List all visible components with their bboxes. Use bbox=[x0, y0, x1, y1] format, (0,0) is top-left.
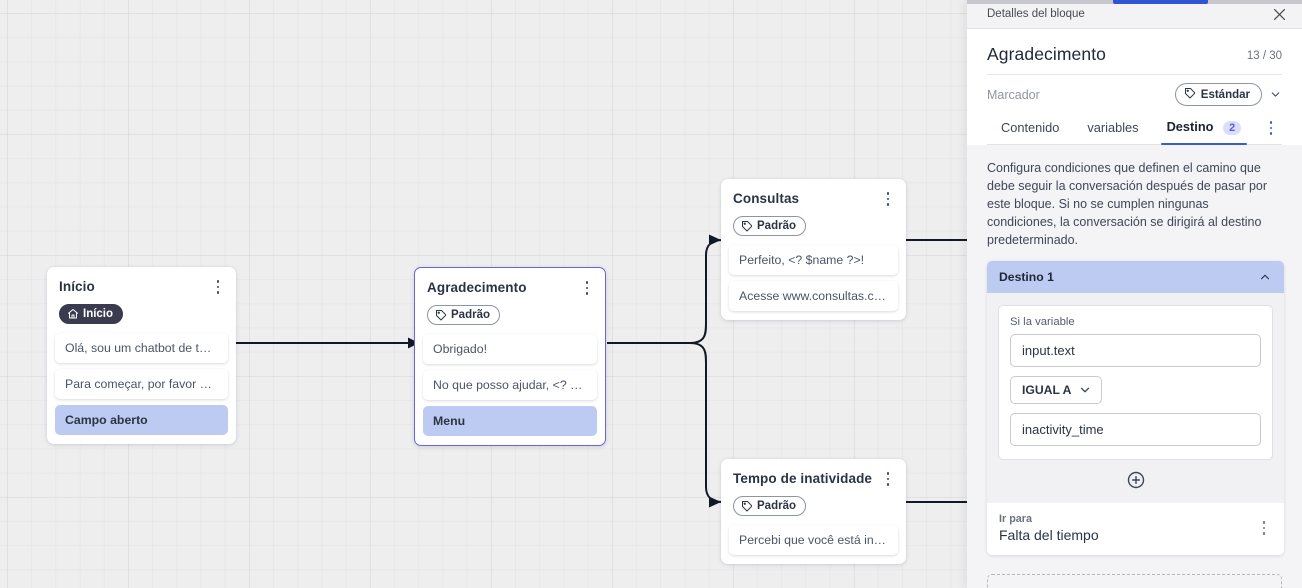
node-title: Agradecimento bbox=[427, 280, 527, 295]
panel-topbar-title: Detalles del bloque bbox=[987, 8, 1085, 20]
panel-more-options-button[interactable] bbox=[1262, 118, 1280, 138]
chevron-up-icon[interactable] bbox=[1258, 270, 1272, 284]
destination-title: Destino 1 bbox=[999, 270, 1054, 284]
node-badge-label: Padrão bbox=[757, 500, 796, 512]
node-message[interactable]: Acesse www.consultas.com par... bbox=[729, 281, 898, 311]
divider bbox=[987, 74, 1282, 75]
panel-tabs: Contenido variables Destino 2 bbox=[987, 112, 1282, 146]
close-icon[interactable] bbox=[1271, 6, 1288, 23]
add-destination-button[interactable]: Agregar destino bbox=[987, 574, 1282, 588]
goto-row[interactable]: Ir para Falta del tiempo bbox=[987, 503, 1284, 555]
plus-circle-icon[interactable] bbox=[1126, 470, 1146, 490]
marker-value: Estándar bbox=[1200, 88, 1250, 101]
destination-card: Destino 1 Si la variable bbox=[987, 261, 1284, 555]
operator-row: IGUAL A bbox=[1010, 376, 1261, 404]
add-condition-row bbox=[998, 460, 1273, 492]
goto-menu-button[interactable] bbox=[1256, 519, 1272, 537]
tab-variables[interactable]: variables bbox=[1073, 113, 1152, 144]
tab-label: variables bbox=[1087, 119, 1139, 135]
marker-chip[interactable]: Estándar bbox=[1174, 83, 1262, 106]
tag-icon bbox=[741, 500, 753, 512]
node-messages: Obrigado! No que posso ajudar, <? $name … bbox=[415, 326, 605, 445]
condition-box: Si la variable IGUAL A bbox=[998, 305, 1273, 460]
panel-body: Configura condiciones que definen el cam… bbox=[967, 145, 1302, 588]
marker-controls: Estándar bbox=[1174, 83, 1282, 106]
goto-text: Ir para Falta del tiempo bbox=[999, 513, 1099, 543]
node-header: Início Início bbox=[47, 267, 236, 325]
flow-node-inicio[interactable]: Início Início Olá, sou um chatbot de tes… bbox=[47, 267, 236, 444]
chevron-down-icon[interactable] bbox=[1269, 88, 1282, 101]
node-messages: Percebi que você está inativo. C... bbox=[721, 517, 906, 564]
char-counter: 13 / 30 bbox=[1246, 50, 1282, 62]
marker-label: Marcador bbox=[987, 87, 1040, 102]
flow-canvas[interactable]: Início Início Olá, sou um chatbot de tes… bbox=[0, 0, 967, 588]
tab-destino[interactable]: Destino 2 bbox=[1153, 112, 1256, 146]
node-messages: Olá, sou um chatbot de teste! Para começ… bbox=[47, 325, 236, 444]
goto-label: Ir para bbox=[999, 513, 1033, 525]
node-menu-button[interactable] bbox=[579, 279, 595, 297]
node-badge-default: Padrão bbox=[733, 496, 806, 516]
node-badge-default: Padrão bbox=[427, 305, 500, 325]
node-badge-label: Padrão bbox=[451, 309, 490, 321]
node-message[interactable]: No que posso ajudar, <? $name ... bbox=[423, 370, 597, 400]
tab-badge-count: 2 bbox=[1223, 121, 1242, 135]
tab-label: Destino bbox=[1166, 119, 1214, 134]
node-badge-label: Padrão bbox=[757, 220, 796, 232]
node-menu-button[interactable] bbox=[880, 470, 896, 488]
condition-label: Si la variable bbox=[1010, 316, 1075, 328]
tab-label: Contenido bbox=[1001, 119, 1060, 135]
block-details-panel: Detalles del bloque Agradecimento 13 / 3… bbox=[967, 0, 1302, 588]
panel-title-row: Agradecimento 13 / 30 bbox=[987, 44, 1282, 65]
panel-header: Agradecimento 13 / 30 Marcador Estándar bbox=[967, 29, 1302, 146]
node-badge-default: Padrão bbox=[733, 216, 806, 236]
flow-node-tempo-de-inatividade[interactable]: Tempo de inatividade Padrão Percebi que … bbox=[721, 459, 906, 564]
node-badge-label: Início bbox=[83, 308, 114, 320]
node-header: Consultas Padrão bbox=[721, 179, 906, 237]
tab-contenido[interactable]: Contenido bbox=[987, 113, 1073, 144]
goto-value: Falta del tiempo bbox=[999, 527, 1099, 543]
destination-header[interactable]: Destino 1 bbox=[987, 261, 1284, 293]
node-message-highlighted[interactable]: Menu bbox=[423, 406, 597, 436]
node-message[interactable]: Olá, sou um chatbot de teste! bbox=[55, 333, 228, 363]
node-badge-start: Início bbox=[59, 304, 124, 324]
node-message[interactable]: Perfeito, <? $name ?>! bbox=[729, 245, 898, 275]
variable-input[interactable] bbox=[1010, 334, 1261, 367]
node-header: Tempo de inatividade Padrão bbox=[721, 459, 906, 517]
operator-select[interactable]: IGUAL A bbox=[1010, 376, 1103, 404]
flow-node-agradecimento[interactable]: Agradecimento Padrão Obrigado! No q bbox=[414, 267, 606, 446]
node-message[interactable]: Obrigado! bbox=[423, 334, 597, 364]
node-message-highlighted[interactable]: Campo aberto bbox=[55, 405, 228, 435]
top-progress-bar bbox=[1113, 0, 1208, 4]
node-header: Agradecimento Padrão bbox=[415, 268, 605, 326]
comparison-value-input[interactable] bbox=[1010, 413, 1261, 446]
node-title: Início bbox=[59, 279, 95, 294]
tag-icon bbox=[741, 220, 753, 232]
tag-icon bbox=[1184, 87, 1196, 102]
node-title: Consultas bbox=[733, 191, 800, 206]
flow-edges bbox=[236, 234, 967, 508]
node-menu-button[interactable] bbox=[210, 278, 226, 296]
page-title: Agradecimento bbox=[987, 44, 1107, 64]
tag-icon bbox=[435, 309, 447, 321]
node-title: Tempo de inatividade bbox=[733, 471, 873, 486]
panel-description: Configura condiciones que definen el cam… bbox=[987, 161, 1268, 247]
node-messages: Perfeito, <? $name ?>! Acesse www.consul… bbox=[721, 237, 906, 320]
panel-topbar: Detalles del bloque bbox=[967, 0, 1302, 29]
node-menu-button[interactable] bbox=[880, 190, 896, 208]
destination-body: Si la variable IGUAL A bbox=[987, 293, 1284, 503]
node-message[interactable]: Percebi que você está inativo. C... bbox=[729, 525, 898, 555]
flow-node-consultas[interactable]: Consultas Padrão Perfeito, <? $name ?>! bbox=[721, 179, 906, 320]
operator-value: IGUAL A bbox=[1022, 383, 1072, 397]
marker-row: Marcador Estándar bbox=[987, 75, 1282, 112]
chevron-down-icon bbox=[1078, 383, 1092, 397]
home-icon bbox=[67, 308, 79, 320]
node-message[interactable]: Para começar, por favor digite o ... bbox=[55, 369, 228, 399]
